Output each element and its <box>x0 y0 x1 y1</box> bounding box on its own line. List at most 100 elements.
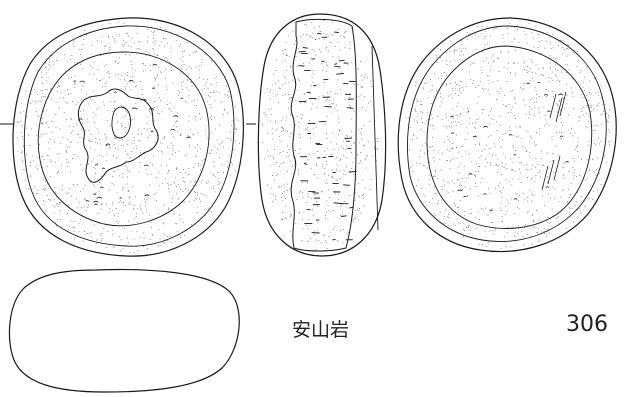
stipple-dot <box>577 60 579 62</box>
stipple-dot <box>452 180 454 182</box>
stipple-dot <box>435 55 437 57</box>
stipple-dot <box>88 233 90 235</box>
stipple-dot <box>296 199 298 201</box>
stipple-dot <box>150 31 152 33</box>
stipple-dot <box>552 186 554 188</box>
stipple-dot <box>598 102 600 104</box>
stipple-dot <box>195 185 197 187</box>
stipple-dot <box>451 126 453 128</box>
stipple-dot <box>124 44 125 46</box>
stipple-dot <box>135 103 137 105</box>
stipple-dot <box>346 145 348 147</box>
stipple-dot <box>84 198 86 200</box>
stipple-dot <box>145 50 147 52</box>
stipple-dot <box>490 135 492 137</box>
stipple-dot <box>286 70 287 72</box>
stipple-dot <box>374 138 376 140</box>
stipple-dot <box>209 116 211 118</box>
stipple-dot <box>468 233 470 235</box>
stipple-dot <box>143 232 145 234</box>
stipple-dot <box>142 63 144 64</box>
stipple-dot <box>556 57 558 59</box>
stipple-dot <box>467 195 469 196</box>
stipple-dot <box>366 76 368 78</box>
stipple-dot <box>69 59 71 61</box>
stipple-dot <box>423 152 425 154</box>
stipple-dot <box>210 92 211 94</box>
pit-mark <box>73 80 77 82</box>
stipple-dot <box>97 128 98 130</box>
stipple-dot <box>124 80 126 82</box>
stipple-dot <box>470 78 472 80</box>
stipple-dot <box>73 46 75 47</box>
fracture-dash <box>343 184 350 186</box>
stipple-dot <box>527 210 529 212</box>
stipple-dot <box>91 31 93 33</box>
stipple-dot <box>546 122 548 124</box>
stipple-dot <box>561 71 563 73</box>
stipple-dot <box>195 119 197 121</box>
stipple-dot <box>125 88 126 90</box>
stipple-dot <box>67 89 69 91</box>
stipple-dot <box>85 234 87 236</box>
stipple-dot <box>530 68 531 70</box>
section-outline <box>8 268 240 393</box>
stipple-dot <box>499 124 501 126</box>
stipple-dot <box>577 216 578 218</box>
stipple-dot <box>129 116 131 118</box>
stipple-dot <box>556 102 558 104</box>
stipple-dot <box>102 24 104 26</box>
stipple-dot <box>408 149 410 151</box>
stipple-dot <box>210 119 212 120</box>
stipple-dot <box>151 234 153 236</box>
stipple-dot <box>577 141 579 143</box>
stipple-dot <box>505 179 507 181</box>
stipple-dot <box>282 193 283 195</box>
stipple-dot <box>25 179 26 181</box>
stipple-dot <box>580 70 582 72</box>
stipple-dot <box>321 164 323 166</box>
stipple-dot <box>267 133 269 135</box>
stipple-dot <box>467 111 469 113</box>
stipple-dot <box>532 213 534 215</box>
stipple-dot <box>121 144 123 146</box>
side-outline <box>257 13 387 257</box>
stipple-dot <box>322 96 323 98</box>
stipple-dot <box>515 126 517 128</box>
stipple-dot <box>36 111 38 113</box>
stipple-dot <box>528 117 530 119</box>
stipple-dot <box>269 98 271 100</box>
stipple-dot <box>190 181 192 183</box>
stipple-dot <box>200 169 202 171</box>
stipple-dot <box>21 161 23 163</box>
stipple-dot <box>589 170 591 172</box>
stipple-dot <box>135 70 137 72</box>
stipple-dot <box>310 108 312 110</box>
stipple-dot <box>450 93 452 95</box>
stipple-dot <box>365 167 367 169</box>
stipple-dot <box>319 37 321 39</box>
stipple-dot <box>181 51 183 53</box>
pit-mark <box>543 94 549 96</box>
stipple-dot <box>520 86 522 88</box>
stipple-dot <box>576 50 578 52</box>
stipple-dot <box>445 222 447 224</box>
stipple-dot <box>125 205 127 207</box>
stipple-dot <box>113 215 115 216</box>
stipple-dot <box>557 105 559 107</box>
stipple-dot <box>89 64 91 66</box>
stipple-dot <box>429 91 431 93</box>
stipple-dot <box>541 74 543 76</box>
stipple-dot <box>349 41 351 43</box>
stipple-dot <box>175 120 177 122</box>
stipple-dot <box>83 231 85 233</box>
front-inner-ring <box>37 51 210 227</box>
stipple-dot <box>93 61 95 63</box>
stipple-dot <box>363 205 365 207</box>
stipple-dot <box>325 211 327 213</box>
pit-mark <box>105 143 111 146</box>
stipple-dot <box>87 163 89 165</box>
stipple-dot <box>569 194 571 196</box>
stipple-dot <box>214 116 215 118</box>
stipple-dot <box>285 198 286 199</box>
